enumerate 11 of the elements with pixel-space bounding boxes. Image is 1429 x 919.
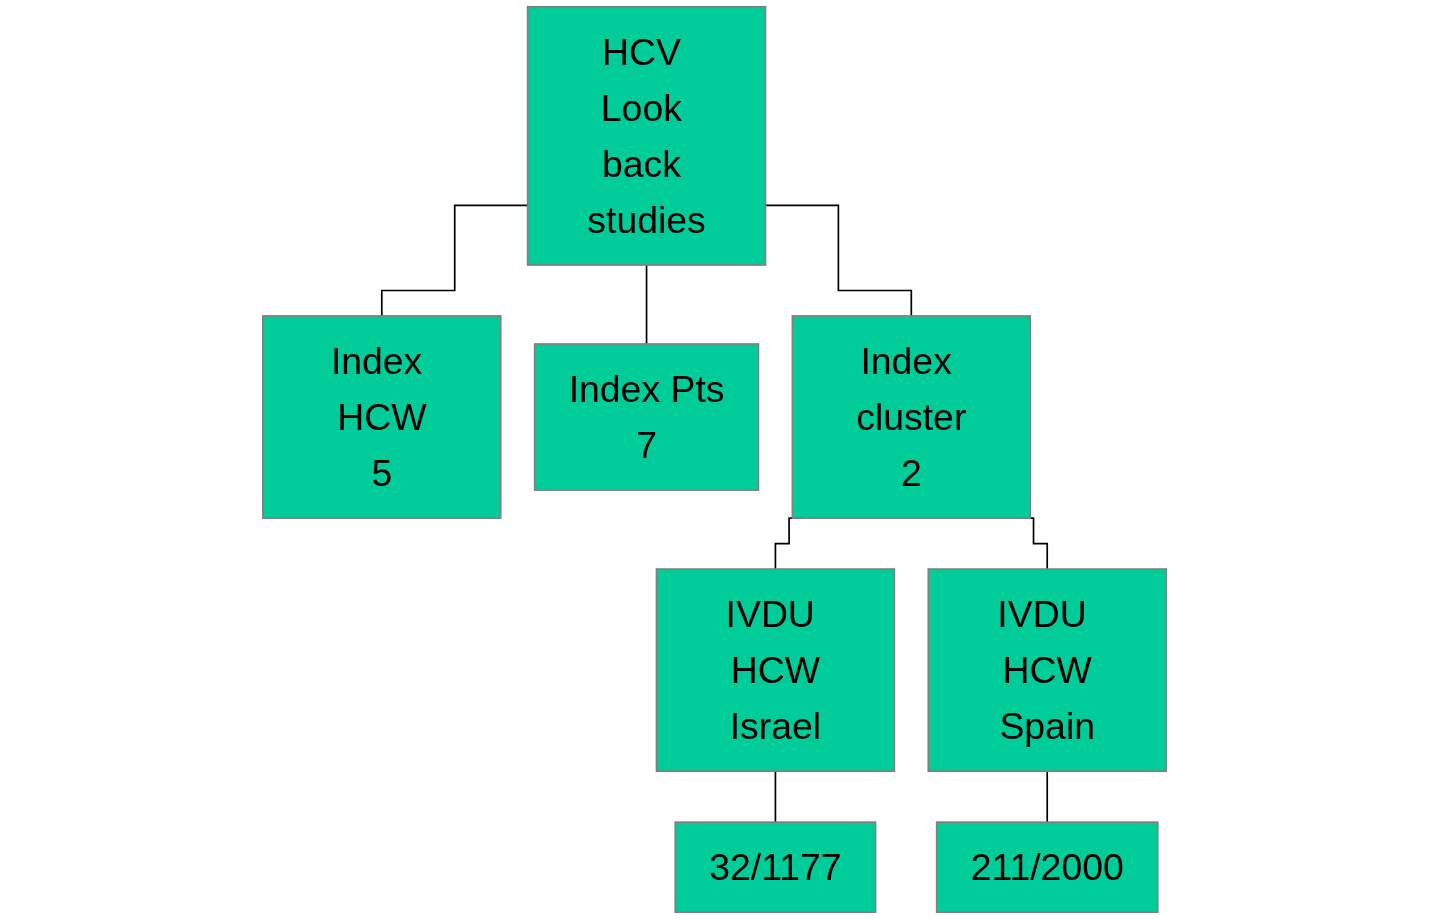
connector	[645, 264, 648, 345]
node-box: 32/1177	[674, 821, 877, 914]
connector	[774, 770, 777, 823]
node-box: HCV Look back studies	[526, 5, 767, 266]
node-box: Index HCW 5	[262, 315, 502, 519]
node-box: 211/2000	[935, 821, 1159, 914]
node-box: IVDU HCW Spain	[927, 568, 1167, 773]
node-box: Index Pts 7	[533, 343, 760, 491]
node-box: Index cluster 2	[791, 315, 1032, 519]
node-box: IVDU HCW Israel	[655, 568, 896, 773]
connector	[1046, 770, 1049, 823]
